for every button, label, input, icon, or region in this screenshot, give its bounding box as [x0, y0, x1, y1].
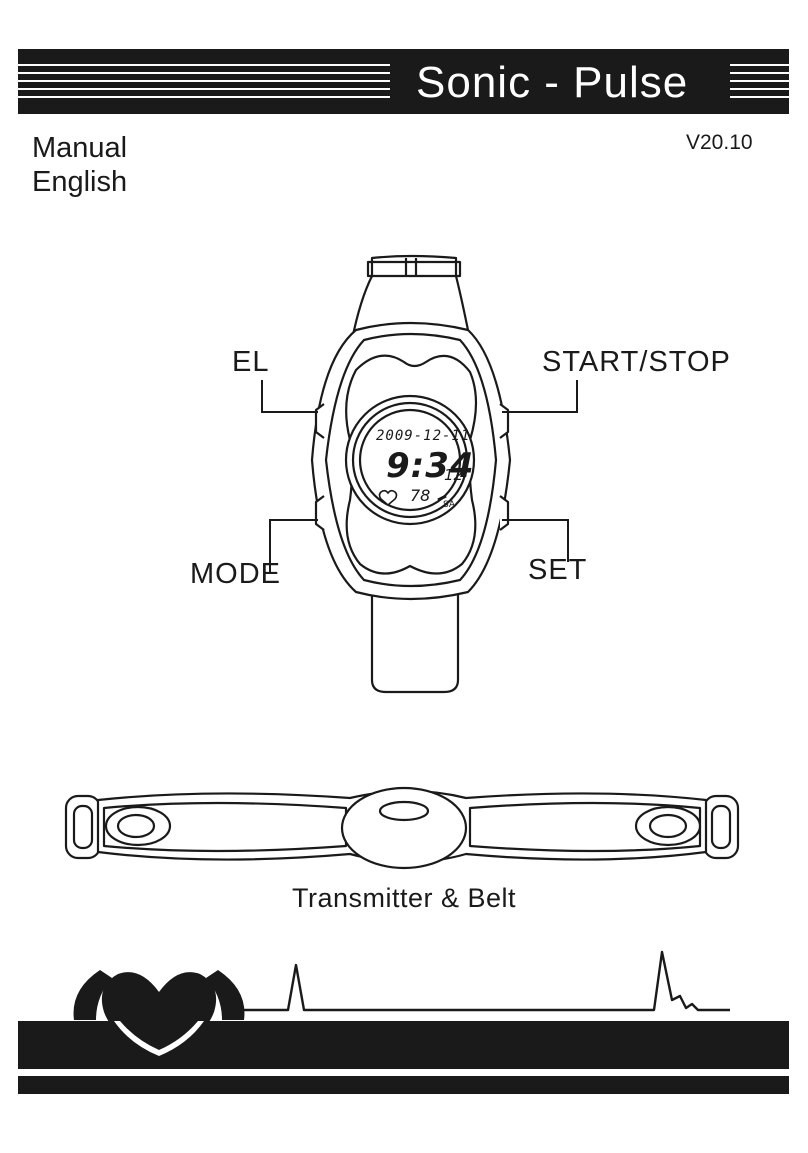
watch-illustration [261, 254, 578, 694]
brand-title: Sonic - Pulse [410, 55, 695, 111]
display-time: 9:34 [386, 446, 475, 486]
display-seconds: 12 [444, 466, 464, 484]
heart-rate-icon [378, 489, 398, 507]
footer-band-thin [18, 1076, 789, 1094]
manual-label-block: Manual English [32, 131, 127, 199]
belt-caption: Transmitter & Belt [291, 883, 517, 913]
display-day: SA [443, 500, 456, 510]
belt-illustration [64, 786, 740, 870]
el-button-label: EL [232, 346, 270, 378]
heart-pulse-icon [73, 970, 245, 1066]
version-label: V20.10 [686, 131, 753, 154]
start-stop-button-label: START/STOP [542, 346, 731, 378]
manual-label: Manual [32, 132, 128, 164]
language-label: English [32, 166, 128, 198]
display-date: 2009-12-11 [376, 428, 471, 444]
pulse-line [238, 950, 730, 1012]
set-button-label: SET [528, 554, 588, 586]
display-heart-rate: 78 [410, 486, 431, 505]
mode-button-label: MODE [190, 558, 281, 590]
